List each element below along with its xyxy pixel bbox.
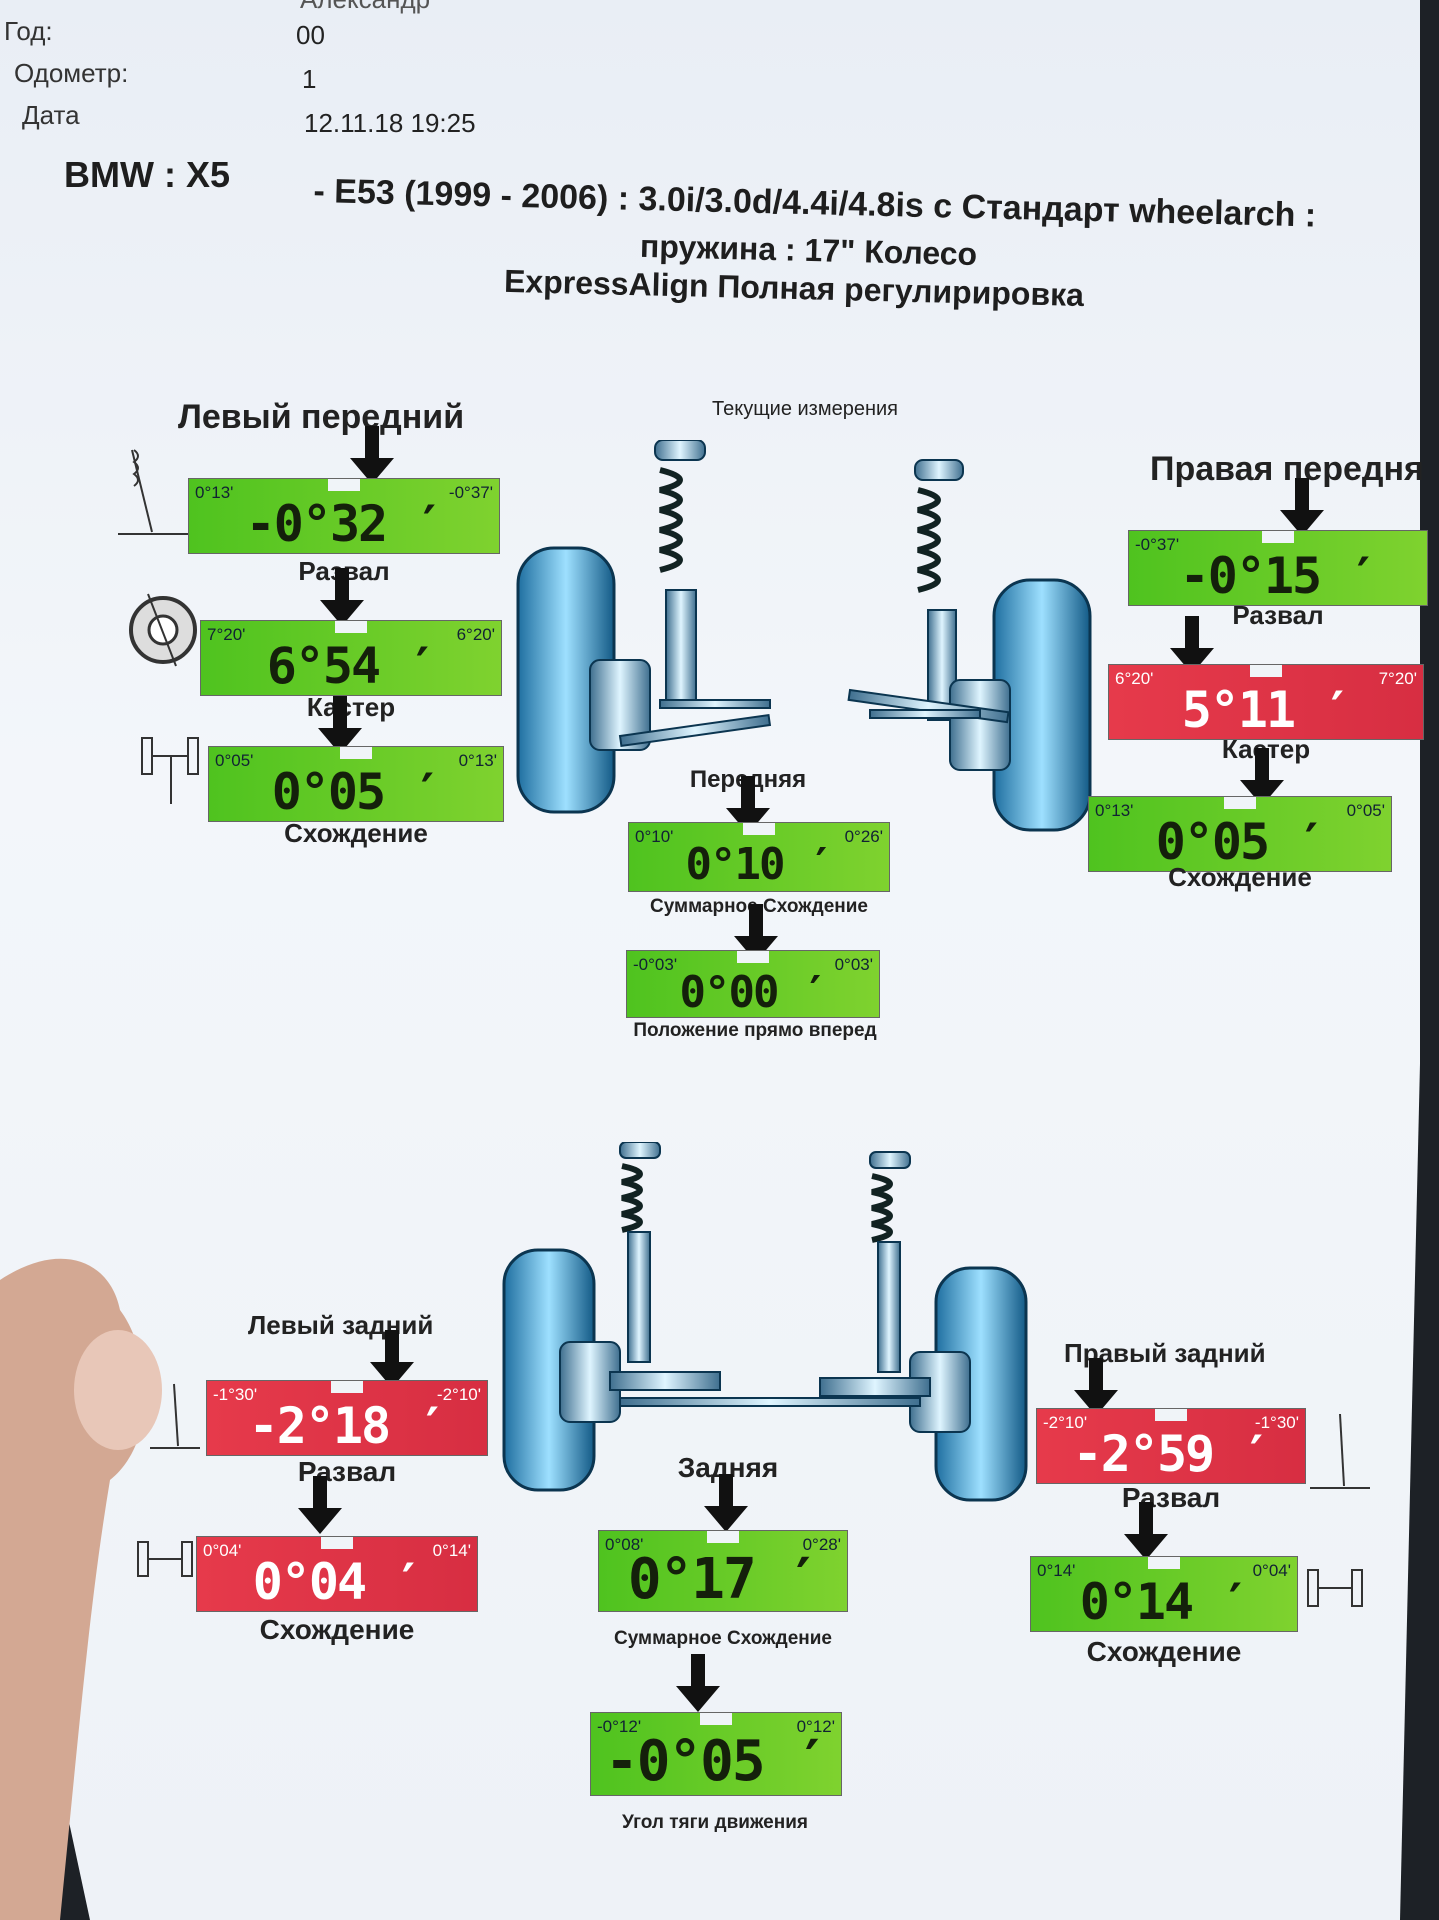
year-value: 00 <box>296 20 325 50</box>
front-left-toe-meter: 0°05' 0°13' 0°05 ′ <box>208 746 504 822</box>
range-max: 0°13' <box>458 751 497 770</box>
front-total-toe-meter: 0°10' 0°26' 0°10 ′ <box>628 822 890 892</box>
rear-total-toe-meter: 0°08' 0°28' 0°17 ′ <box>598 1530 848 1612</box>
rear-suspension-illustration <box>502 1142 1028 1502</box>
rear-right-camber-label: Развал <box>1121 1482 1221 1513</box>
range-min: -2°10' <box>1043 1413 1088 1432</box>
front-right-toe-meter: 0°13' 0°05' 0°05 ′ <box>1088 796 1392 872</box>
range-max: 0°28' <box>802 1535 841 1554</box>
rear-right-camber-meter: -2°10' -1°30' -2°59 ′ <box>1036 1408 1306 1484</box>
measurement-value: 5°11 ′ <box>1181 681 1353 739</box>
toe-diagram-icon <box>1307 1569 1363 1607</box>
arrow-icon <box>1124 1502 1168 1560</box>
rear-right-toe-label: Схождение <box>1086 1636 1242 1667</box>
rear-total-toe-label: Суммарное Схождение <box>614 1628 832 1649</box>
range-min: 0°13' <box>1095 801 1134 820</box>
front-right-camber-label: Развал <box>1232 600 1324 630</box>
range-max: -1°30' <box>1254 1413 1299 1432</box>
camber-diagram-icon <box>118 449 188 535</box>
arrow-icon <box>704 1474 748 1532</box>
arrow-icon <box>298 1476 342 1534</box>
measurement-value: -0°15 ′ <box>1179 547 1379 605</box>
range-max: 0°14' <box>432 1541 471 1560</box>
range-min: -0°37' <box>1135 535 1180 554</box>
front-right-caster-meter: 6°20' 7°20' 5°11 ′ <box>1108 664 1424 740</box>
thrust-angle-meter: -0°12' 0°12' -0°05 ′ <box>590 1712 842 1796</box>
vehicle-spec-line1: - E53 (1999 - 2006) : 3.0i/3.0d/4.4i/4.8… <box>313 172 1317 235</box>
hand-photo-region <box>0 1258 162 1920</box>
rear-left-camber-label: Развал <box>297 1456 397 1487</box>
arrow-icon <box>676 1654 720 1712</box>
range-min: 6°20' <box>1115 669 1154 688</box>
rear-left-title: Левый задний <box>248 1310 434 1340</box>
range-min: 0°13' <box>195 483 234 502</box>
front-right-title: Правая передня <box>1150 450 1424 488</box>
rear-left-toe-meter: 0°04' 0°14' 0°04 ′ <box>196 1536 478 1612</box>
front-straight-ahead-label: Положение прямо вперед <box>633 1020 877 1041</box>
front-right-toe-label: Схождение <box>1168 862 1312 892</box>
front-suspension-illustration <box>516 440 1092 832</box>
range-min: 0°08' <box>605 1535 644 1554</box>
measurement-value: -2°18 ′ <box>248 1397 448 1455</box>
current-measurements-label: Текущие измерения <box>712 398 899 420</box>
measurement-value: 0°04 ′ <box>252 1553 424 1611</box>
range-max: 0°12' <box>796 1717 835 1736</box>
rear-left-camber-meter: -1°30' -2°10' -2°18 ′ <box>206 1380 488 1456</box>
range-min: 0°10' <box>635 827 674 846</box>
front-left-title: Левый передний <box>178 398 465 436</box>
measurement-value: -0°05 ′ <box>604 1729 829 1794</box>
range-min: -0°12' <box>597 1717 642 1736</box>
range-max: 0°04' <box>1252 1561 1291 1580</box>
range-min: -0°03' <box>633 955 678 974</box>
make-model: BMW : X5 <box>64 154 230 195</box>
measurement-value: -2°59 ′ <box>1072 1425 1272 1483</box>
range-max: 7°20' <box>1378 669 1417 688</box>
range-max: 0°05' <box>1346 801 1385 820</box>
toe-diagram-icon <box>137 1541 193 1577</box>
measurement-value: 0°05 ′ <box>271 763 443 821</box>
thrust-angle-label: Угол тяги движения <box>622 1812 808 1833</box>
range-min: 0°14' <box>1037 1561 1076 1580</box>
vehicle-spec-line2: пружина : 17" Колесо <box>639 227 978 273</box>
toe-diagram-icon <box>141 737 199 804</box>
odometer-label: Одометр: <box>14 58 129 88</box>
measurement-value: 0°00 ′ <box>679 967 829 1018</box>
measurement-value: 0°05 ′ <box>1155 813 1327 871</box>
front-left-caster-meter: 7°20' 6°20' 6°54 ′ <box>200 620 502 696</box>
range-max: 6°20' <box>456 625 495 644</box>
front-left-toe-label: Схождение <box>284 818 428 848</box>
range-max: -2°10' <box>436 1385 481 1404</box>
measurement-value: 6°54 ′ <box>266 637 438 695</box>
range-min: -1°30' <box>213 1385 258 1404</box>
camber-diagram-icon <box>1310 1413 1370 1489</box>
caster-wheel-icon <box>129 593 197 667</box>
front-right-camber-meter: -0°37' -0°15 ′ <box>1128 530 1428 606</box>
date-value: 12.11.18 19:25 <box>304 108 476 138</box>
range-min: 7°20' <box>207 625 246 644</box>
front-straight-ahead-meter: -0°03' 0°03' 0°00 ′ <box>626 950 880 1018</box>
measurement-value: -0°32 ′ <box>245 495 445 553</box>
front-left-caster-label: Кастер <box>306 692 396 722</box>
measurement-value: 0°14 ′ <box>1079 1573 1251 1631</box>
front-left-camber-meter: 0°13' -0°37' -0°32 ′ <box>188 478 500 554</box>
rear-left-toe-label: Схождение <box>259 1614 415 1645</box>
date-label: Дата <box>22 100 80 130</box>
odometer-value: 1 <box>302 64 317 94</box>
range-max: 0°26' <box>844 827 883 846</box>
range-min: 0°04' <box>203 1541 242 1560</box>
measurement-value: 0°17 ′ <box>627 1547 820 1612</box>
range-max: -0°37' <box>448 483 493 502</box>
range-max: 0°03' <box>834 955 873 974</box>
vehicle-spec-line3: ExpressAlign Полная регулирировка <box>503 262 1085 314</box>
owner-value: Александр <box>300 0 430 15</box>
year-label: Год: <box>4 16 53 46</box>
range-min: 0°05' <box>215 751 254 770</box>
measurement-value: 0°10 ′ <box>685 839 835 890</box>
camber-diagram-icon <box>150 1383 200 1449</box>
rear-right-toe-meter: 0°14' 0°04' 0°14 ′ <box>1030 1556 1298 1632</box>
